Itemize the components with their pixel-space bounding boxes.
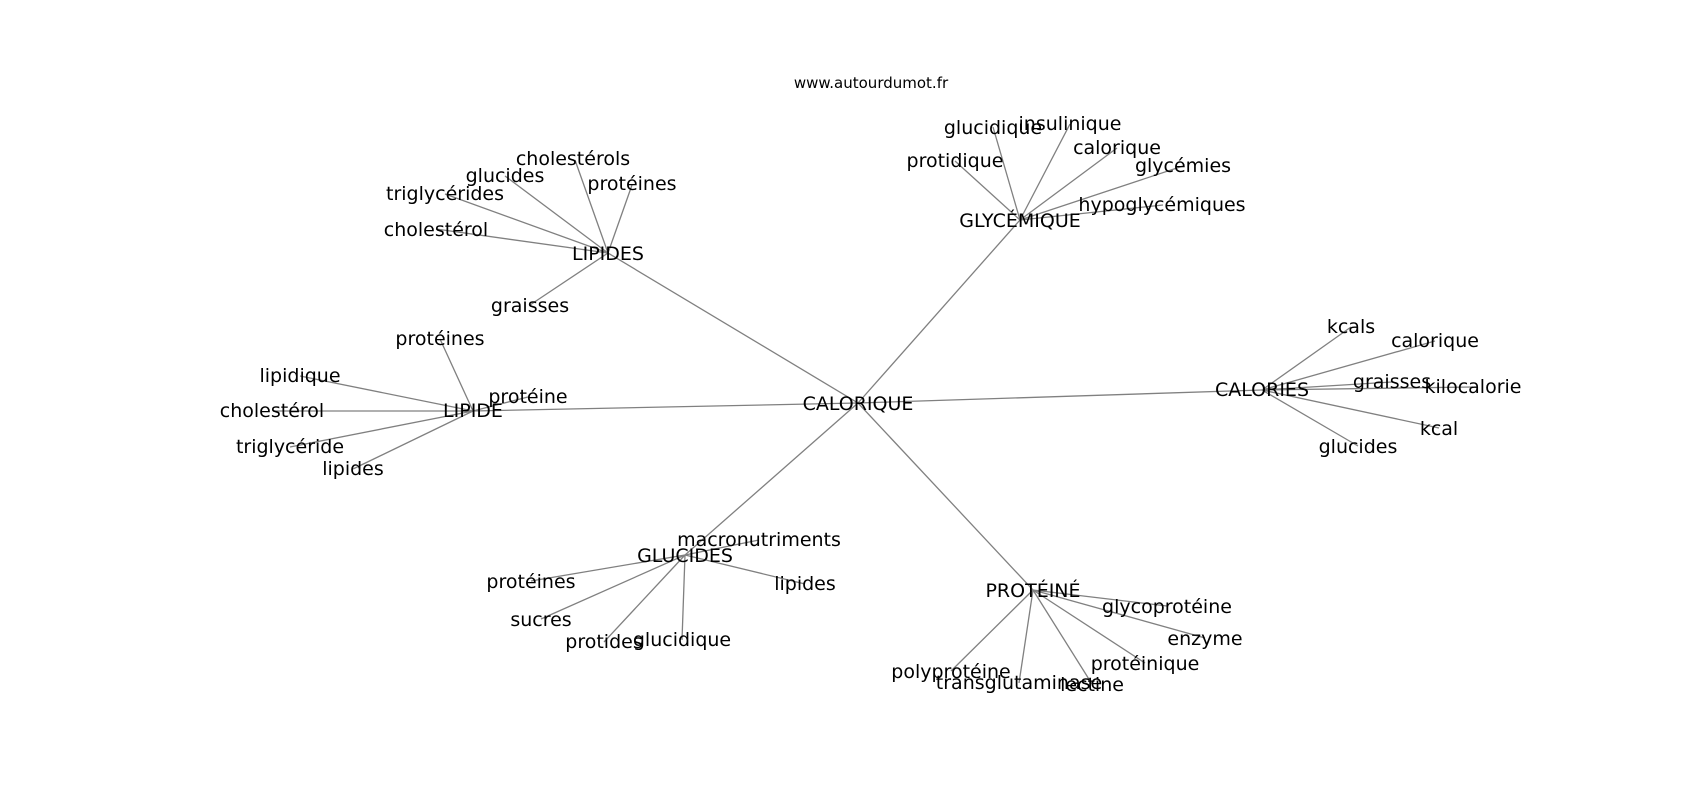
hub-proteine[interactable]: PROTÉINÉ — [985, 579, 1080, 602]
edge-calories-kcal — [1261, 389, 1440, 429]
word-proteines[interactable]: protéines — [587, 173, 676, 195]
hub-calories[interactable]: CALORIES — [1215, 379, 1309, 401]
edge-center-lipides — [607, 252, 859, 404]
hub-lipides[interactable]: LIPIDES — [572, 243, 644, 265]
edge-center-calories — [857, 389, 1263, 404]
edges — [273, 123, 1474, 685]
hub-glycemique[interactable]: GLYCÉMIQUE — [959, 209, 1081, 232]
hub-lipide[interactable]: LIPIDE — [443, 400, 503, 422]
edge-lipide-lipidique — [299, 375, 474, 412]
word-lipides[interactable]: lipides — [322, 458, 384, 480]
edge-lipides-graisses — [529, 252, 609, 306]
labels: www.autourdumot.fr CALORIQUE LIPIDES cho… — [220, 74, 1522, 696]
edge-glycemique-glucidique — [992, 126, 1021, 221]
edge-glucides-sucres — [540, 554, 686, 620]
word-calorique[interactable]: calorique — [1391, 330, 1479, 352]
word-proteines[interactable]: protéines — [395, 328, 484, 350]
word-enzyme[interactable]: enzyme — [1167, 628, 1242, 650]
word-graisses[interactable]: graisses — [1353, 371, 1431, 393]
word-macronutriments[interactable]: macronutriments — [677, 529, 841, 551]
edge-lipide-lipides — [352, 410, 474, 470]
word-glycoproteine[interactable]: glycoprotéine — [1102, 596, 1232, 618]
edge-glucides-macronutriments — [684, 539, 760, 556]
edge-lipides-cholesterol — [435, 228, 609, 254]
word-triglycerides[interactable]: triglycérides — [386, 183, 504, 205]
word-protidique[interactable]: protidique — [907, 150, 1004, 172]
word-glucidique[interactable]: glucidique — [944, 117, 1042, 139]
edge-glycemique-glycemies — [1019, 165, 1184, 221]
center-word[interactable]: CALORIQUE — [803, 393, 914, 415]
word-sucres[interactable]: sucres — [510, 609, 571, 631]
edge-glycemique-hypoglycemiques — [1019, 204, 1164, 221]
word-hypoglycemiques[interactable]: hypoglycémiques — [1078, 194, 1245, 216]
edge-glucides-lipides — [684, 554, 806, 585]
word-lipidique[interactable]: lipidique — [259, 365, 340, 387]
word-glucidique[interactable]: glucidique — [633, 629, 731, 651]
edge-proteine-proteinique — [1032, 589, 1146, 664]
word-cholesterol[interactable]: cholestérol — [384, 219, 488, 241]
edge-proteine-glycoproteine — [1032, 589, 1168, 607]
word-triglyceride[interactable]: triglycéride — [236, 436, 344, 458]
edge-lipides-proteines — [607, 184, 633, 254]
word-protides[interactable]: protides — [565, 631, 642, 653]
edge-calories-kcals — [1261, 326, 1352, 391]
word-glucides[interactable]: glucides — [1319, 436, 1398, 458]
word-kilocalorie[interactable]: kilocalorie — [1425, 376, 1522, 398]
hub-glucides[interactable]: GLUCIDES — [637, 545, 733, 567]
word-cholesterols[interactable]: cholestérols — [516, 148, 630, 170]
edge-lipides-triglycerides — [444, 193, 609, 254]
edge-center-lipide — [472, 402, 859, 412]
word-kcals[interactable]: kcals — [1327, 316, 1375, 338]
site-label: www.autourdumot.fr — [794, 74, 949, 92]
edge-glycemique-insulinique — [1019, 123, 1071, 221]
word-proteine[interactable]: protéine — [488, 386, 567, 408]
word-glucides[interactable]: glucides — [466, 165, 545, 187]
edge-center-glycemique — [857, 219, 1021, 404]
word-glycemies[interactable]: glycémies — [1135, 155, 1231, 177]
word-proteines[interactable]: protéines — [486, 571, 575, 593]
edge-glucides-glucidique — [681, 554, 686, 641]
edge-glucides-proteines — [530, 554, 686, 582]
word-polyproteine[interactable]: polyprotéine — [891, 661, 1010, 683]
edge-glucides-protides — [603, 554, 686, 643]
word-proteinique[interactable]: protéinique — [1091, 653, 1200, 675]
edge-glycemique-calorique — [1019, 147, 1118, 221]
edge-calories-graisses — [1261, 381, 1393, 391]
edge-lipide-proteines — [439, 338, 474, 412]
edge-glycemique-protidique — [954, 160, 1021, 221]
edge-center-proteine — [857, 402, 1034, 591]
edge-calories-glucides — [1261, 389, 1359, 447]
word-insulinique[interactable]: insulinique — [1019, 113, 1122, 135]
edge-calories-kilocalorie — [1261, 386, 1474, 391]
edge-proteine-transglutaminase — [1018, 589, 1034, 684]
word-cholesterol[interactable]: cholestérol — [220, 400, 324, 422]
word-transglutaminase[interactable]: transglutaminase — [936, 672, 1102, 694]
edge-lipides-cholesterols — [574, 159, 609, 254]
edge-proteine-polyproteine — [950, 589, 1034, 672]
word-lectine[interactable]: lectine — [1060, 674, 1124, 696]
word-lipides[interactable]: lipides — [774, 573, 836, 595]
word-graisses[interactable]: graisses — [491, 295, 569, 317]
edge-calories-calorique — [1261, 340, 1436, 391]
edge-lipide-proteine — [472, 396, 529, 412]
word-kcal[interactable]: kcal — [1420, 418, 1458, 440]
edge-center-glucides — [684, 402, 859, 556]
edge-lipide-triglyceride — [289, 410, 474, 448]
edge-proteine-enzyme — [1032, 589, 1206, 639]
word-calorique[interactable]: calorique — [1073, 137, 1161, 159]
edge-lipides-glucides — [504, 175, 609, 254]
edge-proteine-lectine — [1032, 589, 1093, 685]
